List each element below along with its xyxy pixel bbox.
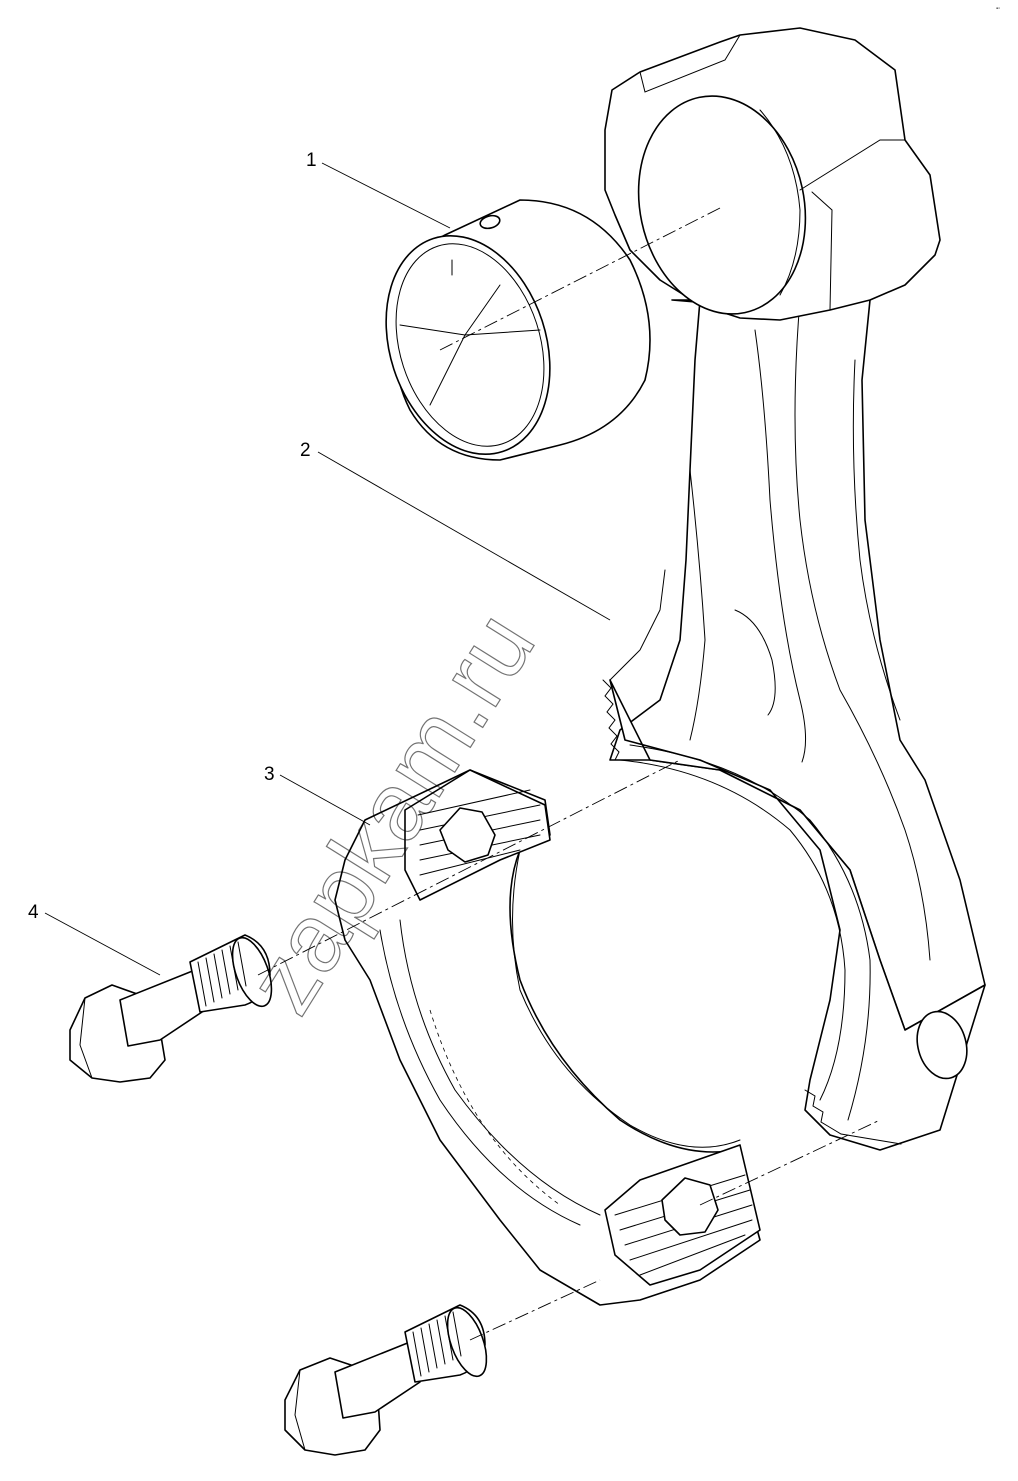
cap-outer-edge: [379, 929, 581, 1226]
rod-flank-2: [852, 359, 901, 721]
bolt-lower-thread-lines: [412, 1311, 462, 1377]
rod-flank: [794, 299, 931, 961]
lower-bolt-axis: [469, 1279, 601, 1341]
connecting-rod-bolt-lower: [284, 1304, 488, 1456]
rod-web-edge-2: [689, 469, 706, 741]
rod-small-end-rib-2: [811, 191, 833, 311]
leader-4: [44, 912, 161, 976]
rod-bolt-boss: [916, 1010, 968, 1080]
cap-body: [334, 769, 761, 1306]
bolt-lower-tip: [446, 1306, 488, 1378]
rod-small-end-rib: [799, 139, 906, 191]
rod-small-end-chamfer: [759, 109, 801, 296]
callout-labels: 1 2 3 4: [28, 150, 317, 923]
rod-big-end-inner: [619, 759, 846, 1101]
corner-mark: ▪▫: [996, 6, 1000, 12]
cap-lower-bolt-hole: [661, 1177, 719, 1236]
rod-web-edge: [754, 329, 806, 763]
small-end-bushing: [385, 199, 651, 461]
bolt-upper-thread-lines: [197, 941, 247, 1007]
rod-small-end-top: [639, 34, 741, 93]
bushing-bore: [385, 234, 551, 456]
connecting-rod: [602, 27, 986, 1151]
rod-beam: [609, 299, 986, 1031]
leader-1: [321, 162, 451, 229]
cap-upper-bolt-hole: [439, 807, 496, 863]
callout-4: 4: [28, 902, 39, 923]
lower-cap-rod-axis: [699, 1119, 881, 1206]
leader-2: [317, 451, 611, 621]
connecting-rod-bolt-upper: [69, 934, 273, 1083]
rod-web-oval: [734, 609, 776, 716]
upper-bolt-axis: [257, 759, 681, 976]
bushing-axis: [439, 207, 721, 351]
rod-serration-lower: [804, 1089, 902, 1145]
bushing-groove-3: [429, 334, 466, 406]
cap-outer-edge-2: [399, 919, 601, 1216]
rod-big-end-half: [609, 679, 986, 1151]
bushing-oil-hole: [479, 214, 501, 230]
bolt-upper-tip: [231, 936, 273, 1008]
rod-big-end-inner-2: [629, 744, 871, 1121]
bushing-groove-2: [464, 284, 501, 336]
rod-small-end-bore: [637, 95, 807, 315]
rod-oil-groove: [609, 569, 666, 681]
bolt-upper-head-edge: [79, 997, 93, 1079]
callout-3: 3: [264, 764, 275, 785]
callout-1: 1: [306, 150, 317, 171]
rod-serration-upper: [602, 679, 620, 761]
cap-inner-bore: [512, 849, 741, 1148]
bushing-bore-inner: [395, 243, 545, 447]
bolt-lower-head-edge: [294, 1369, 306, 1451]
center-lines: [257, 207, 881, 1341]
cap-hidden-line: [429, 1009, 561, 1206]
leader-3: [279, 774, 371, 826]
bolt-upper-shank: [119, 969, 206, 1047]
callout-leaders: [44, 162, 611, 976]
callout-2: 2: [300, 440, 311, 461]
bolt-lower-shank: [334, 1341, 421, 1419]
connecting-rod-cap: [334, 769, 761, 1306]
